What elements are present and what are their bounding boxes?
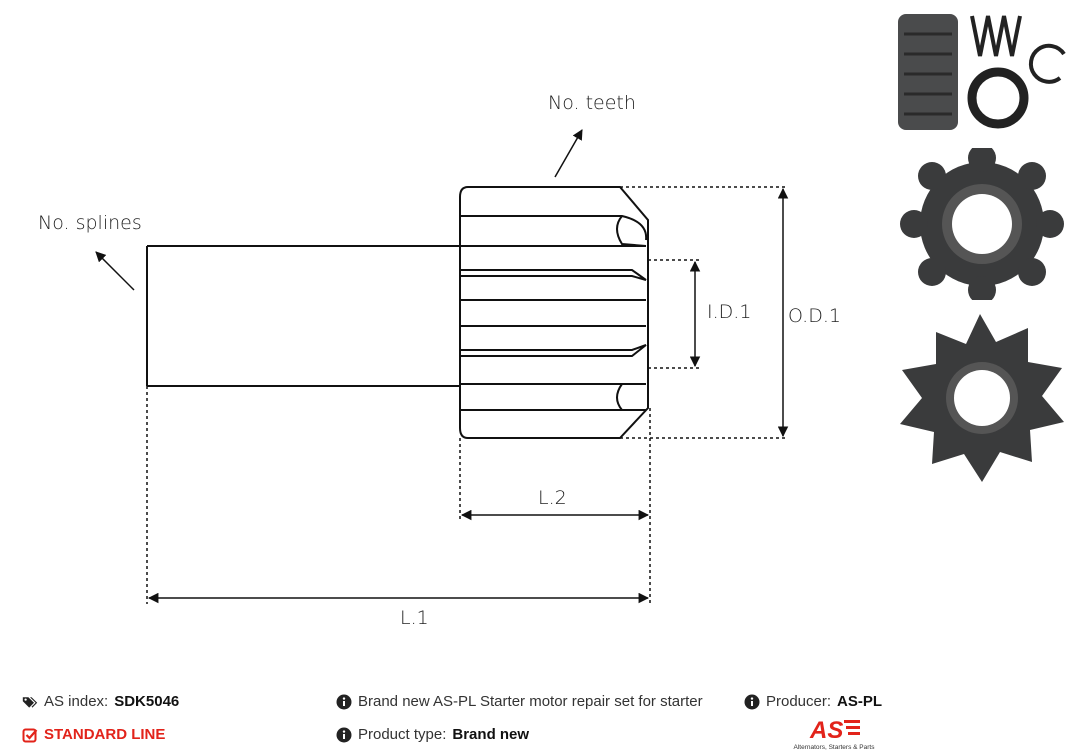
label-id1: I.D.1: [707, 301, 751, 323]
producer-label: Producer:: [766, 693, 832, 710]
standard-line: STANDARD LINE: [22, 726, 165, 743]
product-photo-kit: [898, 14, 1066, 130]
label-no-teeth: No. teeth: [548, 92, 636, 114]
description-text: Brand new AS-PL Starter motor repair set…: [358, 693, 703, 710]
product-photo-gear-angle: [900, 314, 1064, 482]
product-description: Brand new AS-PL Starter motor repair set…: [336, 693, 703, 710]
label-no-splines: No. splines: [38, 212, 142, 234]
producer: Producer: AS-PL: [744, 693, 882, 710]
info-circle-icon: [336, 727, 352, 742]
dimension-extension-lines: [146, 186, 788, 604]
label-l1: L.1: [400, 607, 429, 629]
product-type-value: Brand new: [452, 726, 530, 743]
as-index-value: SDK5046: [114, 693, 180, 710]
check-square-icon: [22, 728, 38, 742]
shaft: [146, 245, 460, 387]
technical-drawing: No. teeth No. splines I.D.1 O.D.1 L.2 L.…: [38, 92, 841, 629]
standard-line-label: STANDARD LINE: [44, 726, 166, 743]
dimension-arrows: [95, 129, 789, 604]
product-type: Product type: Brand new: [336, 726, 529, 743]
product-photo-gear-front: [900, 148, 1064, 300]
logo-tagline: Alternators, Starters & Parts: [794, 744, 876, 751]
as-index: AS index: SDK5046: [22, 693, 179, 710]
label-od1: O.D.1: [788, 305, 841, 327]
label-l2: L.2: [538, 487, 567, 509]
as-pl-logo: AS Alternators, Starters & Parts: [794, 717, 876, 751]
info-circle-icon: [336, 694, 352, 709]
info-circle-icon: [744, 694, 760, 709]
product-type-label: Product type:: [358, 726, 447, 743]
logo-mark: AS: [809, 717, 843, 744]
producer-value: AS-PL: [837, 693, 883, 710]
tags-icon: [22, 696, 38, 708]
pinion-gear: [459, 186, 649, 439]
as-index-label: AS index:: [44, 693, 109, 710]
